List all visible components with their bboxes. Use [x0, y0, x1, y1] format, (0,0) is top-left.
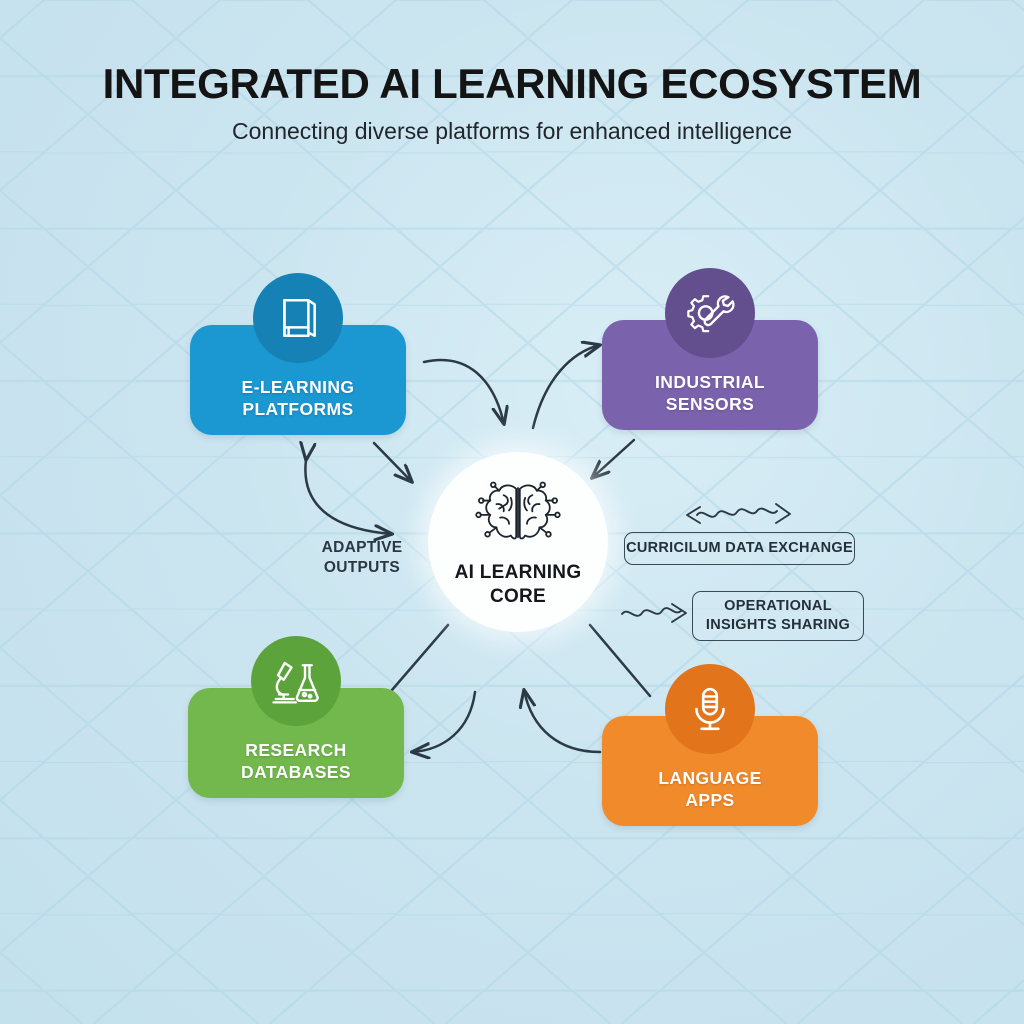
node-label: RESEARCH DATABASES: [241, 740, 351, 783]
brain-circuit-icon: [475, 476, 561, 557]
flow-label-adaptive-outputs: ADAPTIVE OUTPUTS: [321, 539, 403, 577]
connector-adaptive-outputs-arc: [305, 460, 392, 534]
book-icon: [253, 273, 343, 363]
header-block: INTEGRATED AI LEARNING ECOSYSTEM Connect…: [0, 60, 1024, 145]
microscope-flask-icon: [251, 636, 341, 726]
flow-label-curriculum-data-exchange: CURRICILUM DATA EXCHANGE: [624, 532, 855, 565]
node-label: E-LEARNING PLATFORMS: [241, 377, 355, 420]
gear-wrench-icon: [665, 268, 755, 358]
core-label: AI LEARNING CORE: [454, 562, 582, 607]
microphone-icon: [665, 664, 755, 754]
flow-label-operational-insights-sharing: OPERATIONAL INSIGHTS SHARING: [692, 591, 864, 641]
connector-core-to-research-line: [390, 623, 450, 692]
node-label: LANGUAGE APPS: [658, 768, 762, 811]
page-subtitle: Connecting diverse platforms for enhance…: [232, 118, 792, 145]
node-label: INDUSTRIAL SENSORS: [655, 372, 765, 415]
squiggle-right-arrow: [621, 603, 687, 623]
connector-sensors-to-core-line: [592, 438, 636, 478]
node-research-databases[interactable]: RESEARCH DATABASES: [188, 636, 404, 798]
squiggle-double-headed-arrow: [686, 503, 791, 524]
connector-core-to-research-arc: [412, 690, 477, 752]
connector-core-to-sensors-arc: [531, 345, 600, 430]
connector-elearning-to-core-arc: [422, 358, 504, 424]
node-language-apps[interactable]: LANGUAGE APPS: [602, 664, 818, 826]
connector-language-to-core-arc: [524, 690, 602, 754]
connector-core-to-language-line: [588, 623, 652, 698]
ai-learning-core[interactable]: AI LEARNING CORE: [428, 452, 608, 632]
page-title: INTEGRATED AI LEARNING ECOSYSTEM: [102, 60, 922, 107]
node-e-learning-platforms[interactable]: E-LEARNING PLATFORMS: [190, 273, 406, 435]
node-industrial-sensors[interactable]: INDUSTRIAL SENSORS: [602, 268, 818, 430]
connector-elearning-to-core-line: [372, 441, 412, 482]
